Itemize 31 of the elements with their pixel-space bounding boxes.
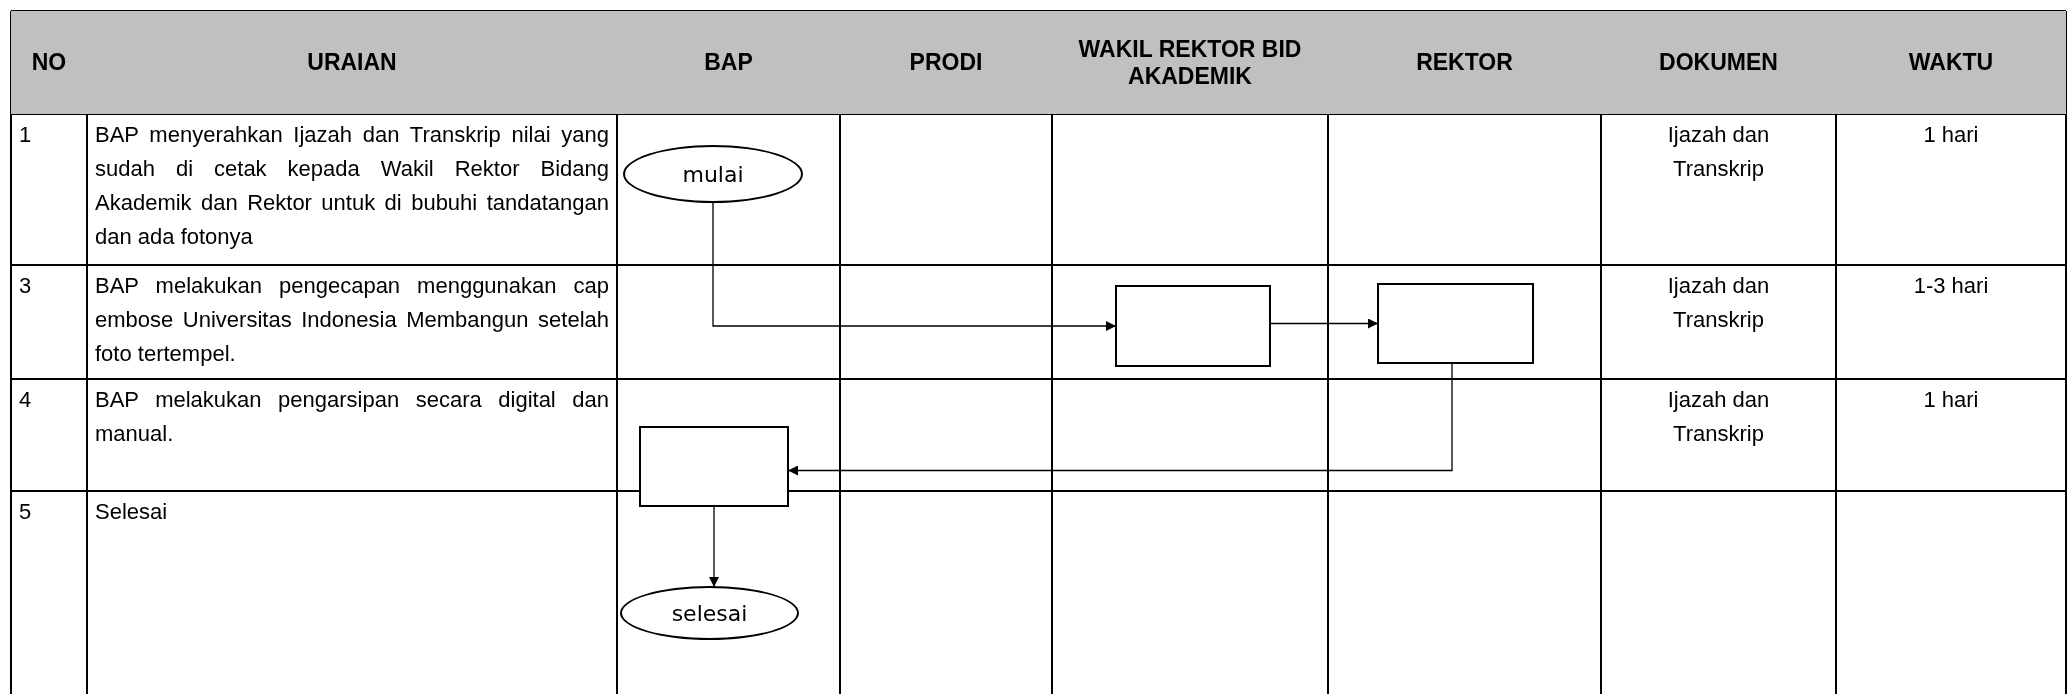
step-description: Selesai bbox=[95, 498, 169, 526]
terminal-oval: mulai bbox=[623, 145, 803, 203]
arrow bbox=[709, 506, 719, 587]
step-description: BAP melakukan pengarsipan secara digital dan manual. bbox=[95, 386, 609, 449]
process-box bbox=[639, 426, 789, 507]
column-header: BAP bbox=[617, 11, 840, 114]
document-text: Ijazah dan Transkrip bbox=[1666, 272, 1771, 335]
document-text: Ijazah dan Transkrip bbox=[1666, 121, 1771, 184]
arrow bbox=[712, 202, 1116, 331]
duration-text: 1-3 hari bbox=[1912, 272, 1990, 300]
column-header: WAKIL REKTOR BID AKADEMIK bbox=[1052, 11, 1328, 114]
process-box bbox=[1115, 285, 1271, 367]
step-number: 3 bbox=[19, 272, 33, 300]
arrow bbox=[1270, 318, 1378, 329]
column-header: DOKUMEN bbox=[1601, 11, 1836, 114]
step-number: 1 bbox=[19, 121, 33, 149]
step-number: 5 bbox=[19, 498, 33, 526]
step-description: BAP menyerahkan Ijazah dan Transkrip nilai yang sudah di cetak kepada Wakil Rektor Bidang Akademik dan Rektor untuk di bubuhi tandatangan dan ada fotonya bbox=[95, 121, 609, 252]
column-header: REKTOR bbox=[1328, 11, 1601, 114]
terminal-oval: selesai bbox=[620, 586, 799, 640]
arrow bbox=[788, 363, 1453, 476]
column-header: NO bbox=[11, 11, 87, 114]
column-header: URAIAN bbox=[87, 11, 617, 114]
column-header: WAKTU bbox=[1836, 11, 2066, 114]
duration-text: 1 hari bbox=[1922, 121, 1980, 149]
column-header: PRODI bbox=[840, 11, 1052, 114]
document-text: Ijazah dan Transkrip bbox=[1666, 386, 1771, 449]
duration-text: 1 hari bbox=[1922, 386, 1980, 414]
process-box bbox=[1377, 283, 1534, 364]
step-number: 4 bbox=[19, 386, 33, 414]
step-description: BAP melakukan pengecapan menggunakan cap embose Universitas Indonesia Membangun setelah foto tertempel. bbox=[95, 272, 609, 369]
